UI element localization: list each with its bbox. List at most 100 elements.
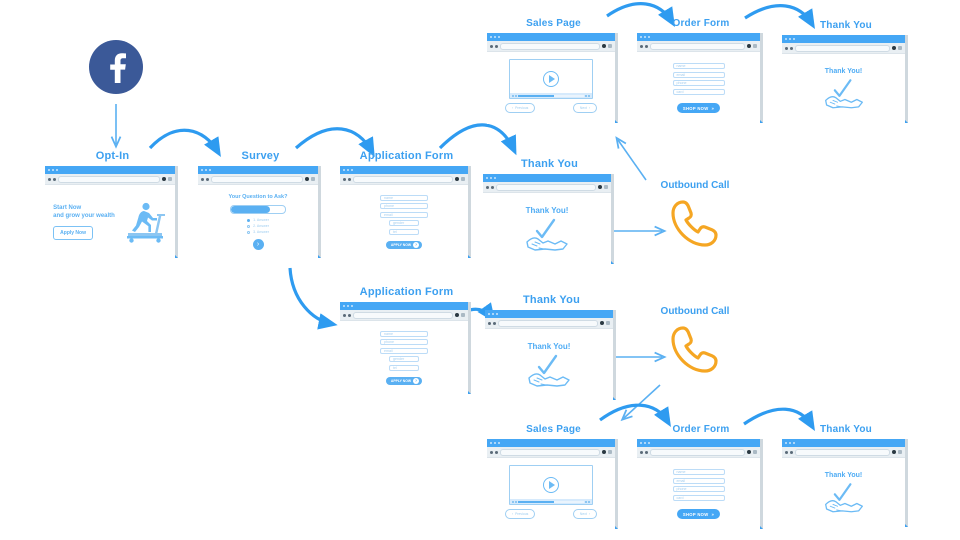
address-bar[interactable] (795, 44, 890, 52)
browser-toolbar[interactable] (782, 447, 905, 458)
video-control-icon[interactable] (515, 94, 517, 97)
browser-toolbar[interactable] (198, 174, 318, 185)
node-thankyou-2[interactable]: Thank You Thank You! (485, 294, 618, 401)
browser-toolbar[interactable] (340, 310, 468, 321)
browser-toolbar[interactable] (782, 43, 905, 54)
sales-nav-buttons[interactable]: ‹ Previous Next › (505, 509, 597, 519)
apply-now-button[interactable]: APPLY NOW › (385, 377, 423, 386)
next-button[interactable]: Next › (572, 103, 597, 113)
address-bar[interactable] (58, 175, 160, 183)
forward-arrow-icon[interactable] (491, 185, 494, 189)
shop-now-button[interactable]: SHOP NOW » (676, 509, 721, 519)
phone-field[interactable]: phone (672, 80, 725, 86)
video-control-icon[interactable] (585, 500, 587, 503)
browser-toolbar[interactable] (45, 174, 175, 185)
forward-arrow-icon[interactable] (348, 313, 351, 317)
order-form-fields[interactable]: name email phone card SHOP NOW » (672, 469, 725, 519)
video-control-icon[interactable] (585, 94, 587, 97)
node-thankyou-bottom[interactable]: Thank You Thank You! (782, 424, 910, 528)
account-icon[interactable] (892, 450, 896, 454)
browser-toolbar[interactable] (485, 318, 613, 329)
browser-toolbar[interactable] (637, 41, 760, 52)
name-field[interactable]: name (380, 330, 428, 337)
account-icon[interactable] (455, 177, 459, 181)
account-icon[interactable] (600, 321, 604, 325)
account-icon[interactable] (892, 46, 896, 50)
video-control-icon[interactable] (588, 500, 590, 503)
browser-toolbar[interactable] (340, 174, 468, 185)
address-bar[interactable] (500, 42, 600, 50)
address-bar[interactable] (650, 42, 745, 50)
radio-icon[interactable] (247, 224, 251, 228)
video-progress-bar[interactable] (510, 499, 592, 504)
account-icon[interactable] (598, 185, 602, 189)
back-arrow-icon[interactable] (640, 44, 643, 48)
menu-icon[interactable] (608, 44, 612, 48)
menu-icon[interactable] (604, 185, 608, 189)
email-field[interactable]: email (672, 71, 725, 78)
back-arrow-icon[interactable] (48, 177, 51, 181)
back-arrow-icon[interactable] (201, 177, 204, 181)
email-field[interactable]: email (672, 477, 725, 484)
survey-answer-list[interactable]: 1. Answer 2. Answer 3. Answer (247, 218, 269, 234)
video-scrubber[interactable] (518, 94, 584, 97)
forward-arrow-icon[interactable] (206, 177, 209, 181)
video-scrubber[interactable] (518, 500, 584, 503)
account-icon[interactable] (455, 313, 459, 317)
node-order-form-bottom[interactable]: Order Form name email phone (637, 424, 765, 530)
account-icon[interactable] (602, 44, 606, 48)
email-field[interactable]: email (380, 211, 428, 218)
previous-button[interactable]: ‹ Previous (505, 103, 536, 113)
email-field[interactable]: email (380, 347, 428, 354)
menu-icon[interactable] (898, 450, 902, 454)
forward-arrow-icon[interactable] (53, 177, 56, 181)
menu-icon[interactable] (461, 313, 465, 317)
video-progress-bar[interactable] (510, 93, 592, 98)
account-icon[interactable] (305, 177, 309, 181)
back-arrow-icon[interactable] (486, 185, 489, 189)
survey-answer-option[interactable]: 1. Answer (247, 218, 269, 222)
forward-arrow-icon[interactable] (645, 450, 648, 454)
browser-toolbar[interactable] (487, 447, 615, 458)
sales-nav-buttons[interactable]: ‹ Previous Next › (505, 103, 597, 113)
address-bar[interactable] (496, 183, 596, 191)
survey-answer-option[interactable]: 3. Answer (247, 230, 269, 234)
card-field[interactable]: card (672, 494, 725, 501)
address-bar[interactable] (650, 448, 745, 456)
back-arrow-icon[interactable] (785, 450, 788, 454)
previous-button[interactable]: ‹ Previous (505, 509, 536, 519)
node-application-form-2[interactable]: Application Form name phone emai (340, 286, 473, 395)
address-bar[interactable] (498, 319, 598, 327)
account-icon[interactable] (747, 44, 751, 48)
application-form-fields[interactable]: name phone email gender tel APPLY NOW › (380, 194, 428, 250)
optin-cta-button[interactable]: Apply Now (53, 226, 93, 240)
back-arrow-icon[interactable] (488, 321, 491, 325)
video-control-icon[interactable] (512, 94, 514, 97)
survey-next-button[interactable]: › (252, 239, 264, 250)
radio-icon[interactable] (247, 218, 251, 222)
node-thankyou-1[interactable]: Thank You Thank You! (483, 158, 616, 265)
survey-answer-option[interactable]: 2. Answer (247, 224, 269, 228)
node-application-form-1[interactable]: Application Form name phone emai (340, 150, 473, 259)
back-arrow-icon[interactable] (343, 313, 346, 317)
address-bar[interactable] (500, 448, 600, 456)
forward-arrow-icon[interactable] (790, 450, 793, 454)
application-form-fields[interactable]: name phone email gender tel APPLY NOW › (380, 330, 428, 386)
name-field[interactable]: name (672, 63, 725, 69)
video-control-icon[interactable] (515, 500, 517, 503)
video-control-icon[interactable] (512, 500, 514, 503)
node-order-form-top[interactable]: Order Form name email phone (637, 18, 765, 124)
address-bar[interactable] (353, 175, 453, 183)
card-field[interactable]: card (672, 88, 725, 95)
node-optin[interactable]: Opt-In Start Now and grow your wealth (45, 150, 180, 259)
account-icon[interactable] (162, 177, 166, 181)
forward-arrow-icon[interactable] (495, 44, 498, 48)
node-sales-page-top[interactable]: Sales Page (487, 18, 620, 124)
back-arrow-icon[interactable] (640, 450, 643, 454)
address-bar[interactable] (353, 311, 453, 319)
menu-icon[interactable] (606, 321, 610, 325)
phone-field[interactable]: phone (380, 203, 428, 210)
address-bar[interactable] (795, 448, 890, 456)
account-icon[interactable] (602, 450, 606, 454)
forward-arrow-icon[interactable] (790, 46, 793, 50)
